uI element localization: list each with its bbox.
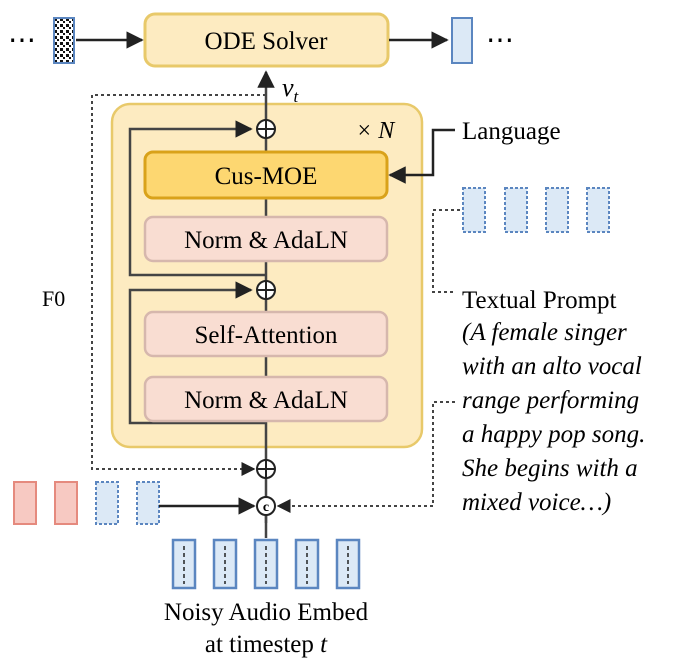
language-arrow — [388, 128, 455, 184]
norm-adaln-label-1: Norm & AdaLN — [184, 227, 348, 254]
textual-prompt-line-5: She begins with a — [462, 455, 638, 482]
noise-token-icon — [53, 17, 75, 64]
norm-adaln-label-2: Norm & AdaLN — [184, 387, 348, 414]
repeat-label: × N — [356, 118, 396, 144]
textual-prompt-line-3: range performing — [462, 387, 639, 414]
norm-adaln-box-1 — [143, 215, 389, 263]
noisy-audio-tokens — [171, 538, 361, 590]
ellipsis-left: ⋯ — [8, 25, 36, 56]
language-label: Language — [462, 118, 561, 145]
self-attention-box — [143, 310, 389, 358]
noisy-audio-label-line-1: Noisy Audio Embed — [164, 599, 369, 626]
textual-prompt-title: Textual Prompt — [462, 287, 617, 314]
svg-text:c: c — [263, 500, 269, 515]
ode-solver-label: ODE Solver — [205, 28, 329, 55]
ellipsis-right: ⋯ — [486, 25, 514, 56]
add-operator-f0-icon — [256, 459, 276, 479]
f0-dotted-path — [91, 94, 266, 476]
residual-connection-top — [128, 120, 266, 277]
textual-prompt-line-2: with an alto vocal — [462, 353, 642, 380]
textual-prompt-line-1: (A female singer — [462, 319, 627, 346]
cus-moe-box — [143, 150, 389, 200]
add-operator-middle-icon — [256, 280, 276, 300]
prompt-to-concat-arrow — [276, 401, 455, 513]
textual-prompt-line-4: a happy pop song. — [462, 421, 645, 448]
text-prompt-tokens — [462, 187, 610, 233]
output-token-icon — [451, 17, 473, 64]
textual-prompt-line-6: mixed voice…) — [462, 489, 611, 516]
self-attention-label: Self-Attention — [194, 322, 338, 349]
ode-solver-box — [143, 12, 390, 68]
norm-adaln-box-2 — [143, 375, 389, 423]
residual-connection-bottom — [128, 281, 266, 425]
concat-operator-icon: c — [256, 496, 276, 516]
noisy-audio-label-line-2: at timestep t — [205, 631, 328, 658]
cus-moe-label: Cus-MOE — [215, 163, 318, 190]
f0-label: F0 — [42, 286, 65, 311]
condition-tokens — [13, 481, 160, 525]
text-prompt-bracket — [432, 209, 460, 293]
velocity-label: vt — [282, 73, 300, 106]
add-operator-top-icon — [256, 119, 276, 139]
